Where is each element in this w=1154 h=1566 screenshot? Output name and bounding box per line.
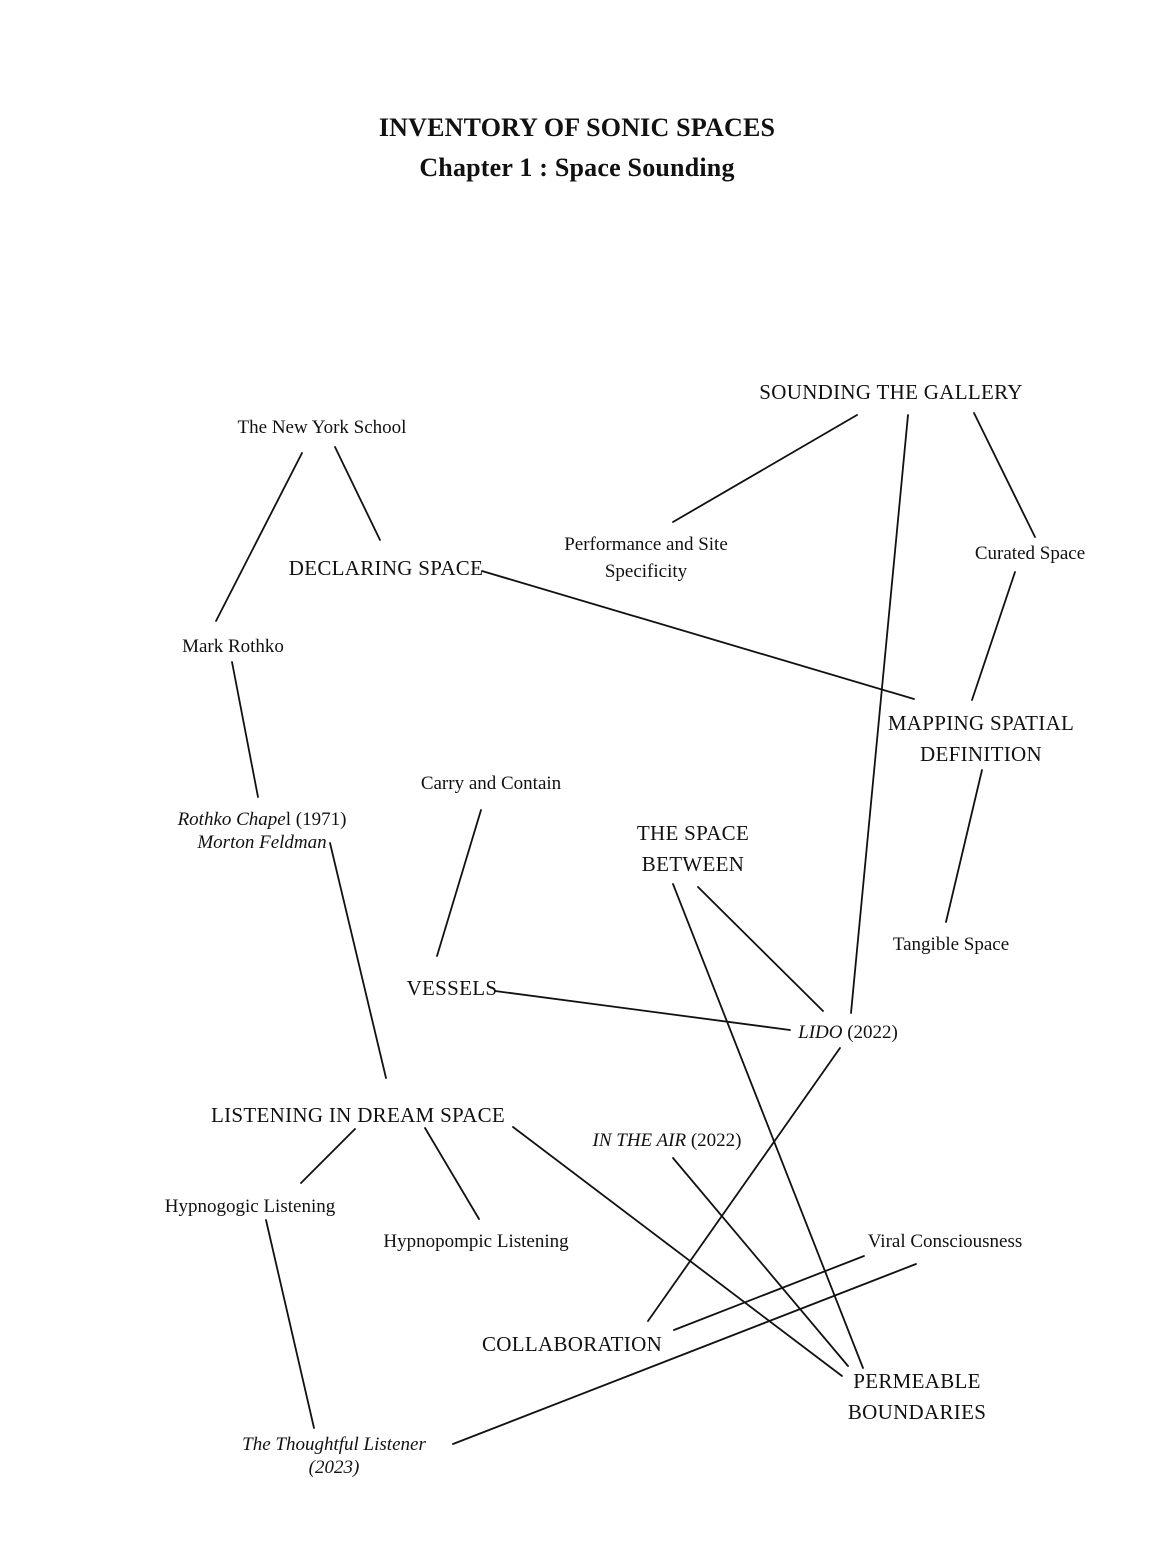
edge-listening-hypnopompic — [424, 1127, 480, 1220]
node-thoughtful-listener: The Thoughtful Listener (2023) — [219, 1433, 449, 1479]
node-carry-and-contain: Carry and Contain — [420, 773, 562, 794]
node-hypnopompic-listening: Hypnopompic Listening — [383, 1231, 569, 1252]
mapping-line-1: MAPPING SPATIAL — [887, 711, 1075, 735]
node-sounding-the-gallery: SOUNDING THE GALLERY — [759, 380, 1023, 404]
permeable-line-1: PERMEABLE — [853, 1369, 981, 1393]
node-viral-consciousness: Viral Consciousness — [867, 1231, 1023, 1252]
node-collaboration: COLLABORATION — [481, 1332, 663, 1356]
space-between-line-2: BETWEEN — [641, 852, 745, 876]
node-hypnogogic-listening: Hypnogogic Listening — [164, 1196, 336, 1217]
edge-viral-collaboration — [673, 1255, 865, 1331]
chapter-subtitle: Chapter 1 : Space Sounding — [419, 153, 735, 182]
performance-line-2: Specificity — [604, 561, 688, 582]
performance-line-1: Performance and Site — [564, 534, 728, 555]
edge-declaring-mapping — [481, 570, 915, 700]
node-lido: LIDO (2022) — [783, 1019, 913, 1046]
edge-spacebetween-permeable — [672, 883, 864, 1369]
mapping-line-2: DEFINITION — [920, 742, 1042, 766]
node-performance-site-specificity: Performance and Site Specificity — [541, 531, 751, 585]
edge-chapel-listening — [329, 842, 387, 1079]
in-the-air-year: (2022) — [690, 1130, 742, 1151]
space-between-line-1: THE SPACE — [636, 821, 750, 845]
permeable-line-2: BOUNDARIES — [847, 1400, 987, 1424]
rothko-chapel-title: Rothko Chape — [177, 809, 286, 830]
edge-vessels-lido — [494, 990, 791, 1031]
edge-lido-collaboration — [647, 1047, 841, 1322]
node-curated-space: Curated Space — [974, 543, 1086, 564]
thoughtful-listener-title: The Thoughtful Listener — [242, 1434, 426, 1455]
node-tangible-space: Tangible Space — [892, 934, 1010, 955]
thoughtful-listener-year: (2023) — [308, 1457, 360, 1478]
lido-title: LIDO — [798, 1022, 843, 1043]
node-new-york-school: The New York School — [237, 417, 407, 438]
node-rothko-chapel: Rothko Chapel (1971) Morton Feldman — [152, 808, 372, 854]
rothko-chapel-author: Morton Feldman — [197, 832, 327, 853]
lido-year: (2022) — [847, 1022, 898, 1043]
node-mapping-spatial-definition: MAPPING SPATIAL DEFINITION — [871, 708, 1091, 770]
edge-viral-thoughtful — [452, 1263, 917, 1445]
rothko-chapel-year: l (1971) — [285, 809, 347, 830]
edge-intheair-permeable — [672, 1157, 849, 1367]
edge-gallery-performance — [672, 414, 858, 523]
node-permeable-boundaries: PERMEABLE BOUNDARIES — [827, 1366, 1007, 1428]
edge-nyschool-declaring — [334, 446, 381, 541]
edge-rothko-chapel — [231, 661, 259, 798]
edge-carry-vessels — [436, 809, 482, 957]
edge-nyschool-rothko — [215, 452, 303, 622]
edge-listening-permeable — [512, 1126, 843, 1377]
edge-listening-hypnogogic — [300, 1128, 356, 1184]
node-in-the-air: IN THE AIR (2022) — [577, 1127, 757, 1154]
edge-mapping-tangible — [945, 769, 983, 923]
node-mark-rothko: Mark Rothko — [182, 636, 284, 657]
edge-hypnogogic-thoughtful — [265, 1219, 315, 1429]
page-title: INVENTORY OF SONIC SPACES — [378, 113, 776, 142]
node-the-space-between: THE SPACE BETWEEN — [613, 818, 773, 880]
node-vessels: VESSELS — [406, 976, 498, 1000]
edge-spacebetween-lido — [697, 886, 824, 1012]
node-declaring-space: DECLARING SPACE — [288, 556, 484, 580]
edge-gallery-lido — [850, 414, 909, 1014]
in-the-air-title: IN THE AIR — [592, 1130, 687, 1151]
edge-curated-mapping — [971, 571, 1016, 701]
edge-gallery-curated — [973, 412, 1036, 538]
node-listening-in-dream-space: LISTENING IN DREAM SPACE — [210, 1103, 506, 1127]
